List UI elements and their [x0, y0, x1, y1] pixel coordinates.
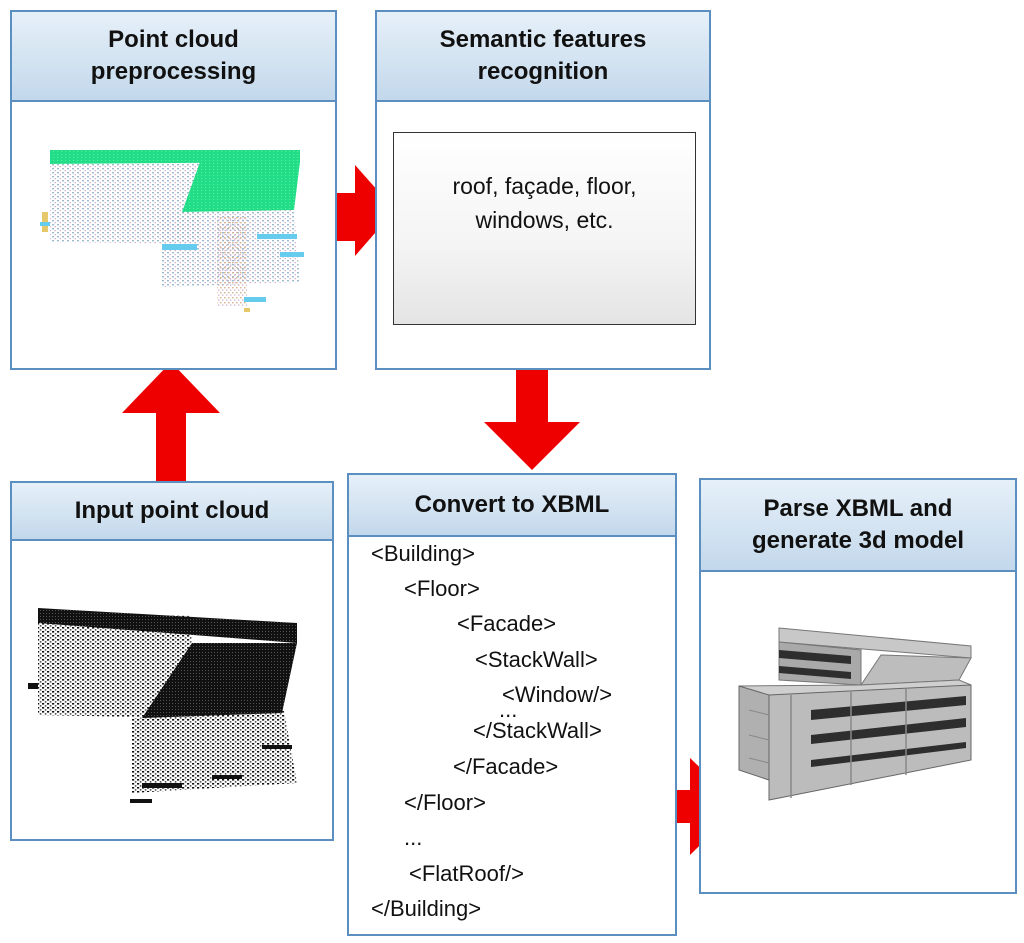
semantic-title: Semantic features recognition [377, 12, 709, 102]
xml-line: <StackWall> [475, 647, 598, 672]
xml-line: ... [404, 825, 423, 850]
parse-title: Parse XBML and generate 3d model [701, 480, 1015, 572]
preprocessing-title: Point cloud preprocessing [12, 12, 335, 102]
input-box: Input point cloud [10, 481, 334, 841]
parse-box: Parse XBML and generate 3d model [699, 478, 1017, 894]
arrow-input-to-preprocessing [122, 362, 220, 482]
input-title: Input point cloud [12, 483, 332, 541]
xml-line: <Floor> [404, 576, 480, 601]
arrow-convert-to-parse [650, 758, 740, 855]
xml-line: <Facade> [457, 611, 557, 636]
preprocessing-box: Point cloud preprocessing [10, 10, 337, 370]
colored-point-cloud-image [40, 150, 304, 312]
xml-line: </Facade> [453, 754, 559, 779]
arrow-preprocessing-to-semantic [320, 165, 395, 256]
semantic-box: Semantic features recognition roof, faça… [375, 10, 711, 370]
xml-line: <Window/> [502, 682, 613, 707]
arrow-semantic-to-convert [484, 357, 580, 470]
convert-title: Convert to XBML [349, 475, 675, 537]
semantic-features-list: roof, façade, floor, windows, etc. [393, 132, 696, 325]
building-3d-model-image [738, 627, 972, 801]
convert-box: Convert to XBML <Building> <Floor> <Faca… [347, 473, 677, 936]
xml-line: </Floor> [404, 790, 486, 815]
xml-line: </Building> [371, 896, 482, 921]
raw-point-cloud-image [28, 608, 297, 803]
xml-line: ... [499, 697, 518, 722]
xml-line: <Building> [371, 541, 475, 566]
xml-line: </StackWall> [473, 718, 602, 743]
xml-line: <FlatRoof/> [409, 861, 524, 886]
